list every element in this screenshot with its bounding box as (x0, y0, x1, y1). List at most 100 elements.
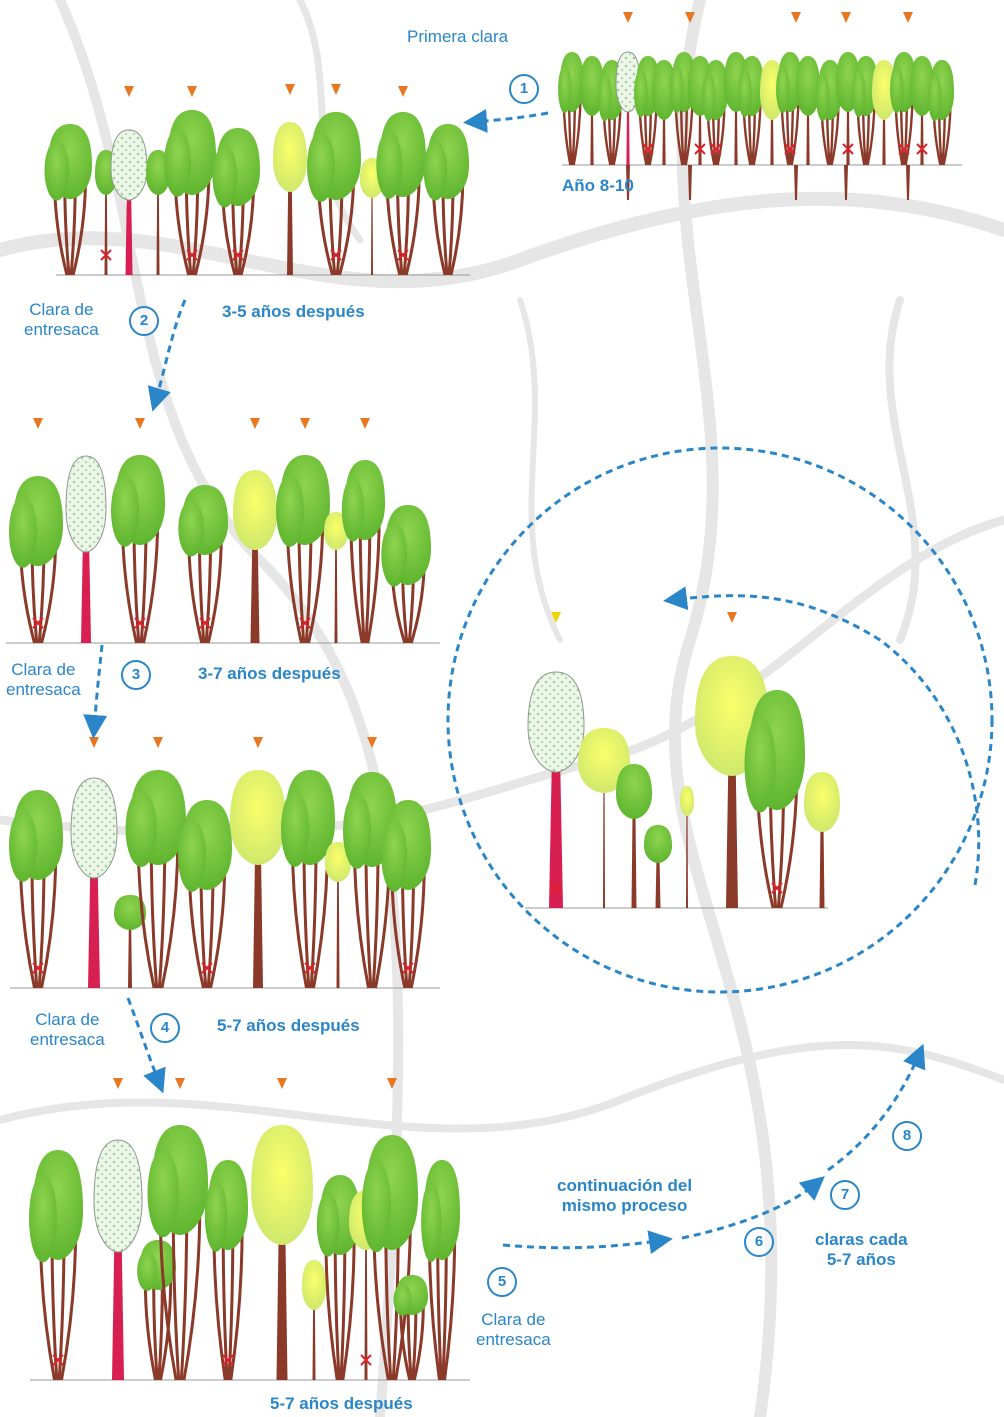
tree-crown (273, 122, 307, 192)
removed-tree-icon (66, 456, 106, 643)
tree-crown-lobe (598, 73, 611, 121)
tree-icon (381, 505, 431, 643)
tree-icon (796, 56, 820, 165)
dashed-arrow-icon (128, 998, 160, 1085)
forest-panels (6, 12, 992, 1380)
tree-icon (126, 737, 186, 988)
mark-triangle-icon (277, 1078, 287, 1089)
mark-triangle-icon (187, 86, 197, 97)
tree-crown-lobe (178, 500, 204, 556)
step-3-stage: 3-7 años después (198, 664, 341, 684)
tree-crown-lobe (776, 65, 789, 113)
tree-crown (616, 764, 652, 819)
tree-crown (302, 1260, 326, 1310)
tree-crown-lobe (317, 1193, 339, 1257)
panel-5-7-years-a (9, 737, 440, 988)
tree-crown (804, 772, 840, 832)
tree-icon (137, 1240, 176, 1380)
removed-tree-icon (94, 1078, 142, 1380)
dashed-arrow-icon (94, 645, 102, 730)
tree-icon (804, 772, 840, 908)
mark-triangle-icon (253, 737, 263, 748)
mark-triangle-icon (331, 84, 341, 95)
tree-icon (44, 124, 92, 275)
step-5-number: 5 (487, 1267, 517, 1297)
tree-icon (745, 690, 805, 908)
tree-icon (376, 86, 426, 275)
removed-tree-icon (71, 737, 117, 988)
tree-icon (928, 60, 954, 165)
step-2-stage: 3-5 años después (222, 302, 365, 322)
tree-crown-lobe (343, 793, 371, 869)
tree-crown-lobe (205, 1180, 227, 1252)
tree-icon (233, 418, 277, 643)
hatched-crown (71, 778, 117, 878)
step-6-number: 6 (744, 1227, 774, 1257)
step-4-caption: Clara deentresaca (30, 1010, 105, 1049)
tree-icon (9, 790, 63, 988)
tree-icon (178, 485, 228, 643)
tree-crown-lobe (376, 131, 402, 199)
tree-crown-lobe (342, 478, 364, 542)
tree-icon (178, 800, 232, 988)
tree-crown-lobe (164, 129, 191, 197)
tree-crown-lobe (29, 1174, 57, 1262)
mark-triangle-icon (175, 1078, 185, 1089)
tree-icon (342, 418, 385, 643)
tree-icon (148, 1078, 208, 1380)
mark-triangle-icon (903, 12, 913, 23)
mark-triangle-icon (791, 12, 801, 23)
trunk (906, 165, 910, 200)
tree-icon (273, 84, 307, 275)
tree-crown-lobe (212, 145, 237, 207)
mark-triangle-icon (153, 737, 163, 748)
tree-crown-lobe (928, 73, 941, 121)
mark-triangle-icon (841, 12, 851, 23)
continuation-text: continuación delmismo proceso (557, 1176, 692, 1215)
tree-icon (421, 1160, 460, 1380)
tree-icon (558, 52, 584, 165)
panel-3-5-years (44, 84, 470, 275)
tree-crown-lobe (670, 65, 683, 113)
tree-crown-lobe (702, 73, 715, 121)
tree-crown-lobe (558, 65, 571, 113)
mark-triangle-icon (285, 84, 295, 95)
tree-icon (578, 728, 630, 908)
step-1-number: 1 (509, 74, 539, 104)
mark-triangle-icon (113, 1078, 123, 1089)
step-4-number: 4 (150, 1013, 180, 1043)
tree-crown (644, 825, 672, 863)
tree-crown-lobe (738, 69, 751, 117)
dashed-arrow-icon (472, 113, 548, 122)
tree-crown-lobe (148, 1149, 179, 1237)
mark-triangle-icon (250, 418, 260, 429)
tree-crown-lobe (137, 1251, 157, 1291)
tree-crown (796, 56, 820, 116)
panel-3-7-years (6, 418, 440, 643)
tree-icon (324, 512, 348, 643)
tree-crown-lobe (381, 523, 407, 587)
tree-crown-lobe (307, 131, 335, 201)
step-3-number: 3 (121, 660, 151, 690)
dashed-arrow-icon (503, 1240, 664, 1248)
dashed-arrow-icon (828, 1052, 920, 1170)
tree-crown-lobe (362, 1160, 391, 1252)
panel-year-8-10 (558, 12, 962, 200)
mark-triangle-icon (135, 418, 145, 429)
tree-icon (644, 825, 672, 908)
tree-crown-lobe (178, 820, 206, 892)
mark-triangle-icon (360, 418, 370, 429)
step-8-number: 8 (892, 1121, 922, 1151)
background-branch (520, 300, 560, 640)
tree-icon (325, 842, 351, 988)
tree-icon (230, 737, 286, 988)
tree-crown-lobe (9, 496, 37, 568)
tree-icon (702, 60, 728, 165)
tree-icon (111, 418, 165, 643)
mark-triangle-icon (623, 12, 633, 23)
tree-crown-lobe (44, 141, 69, 201)
step-1-stage: Año 8-10 (562, 176, 634, 196)
background-branch (0, 199, 1004, 281)
hatched-crown (528, 672, 584, 772)
